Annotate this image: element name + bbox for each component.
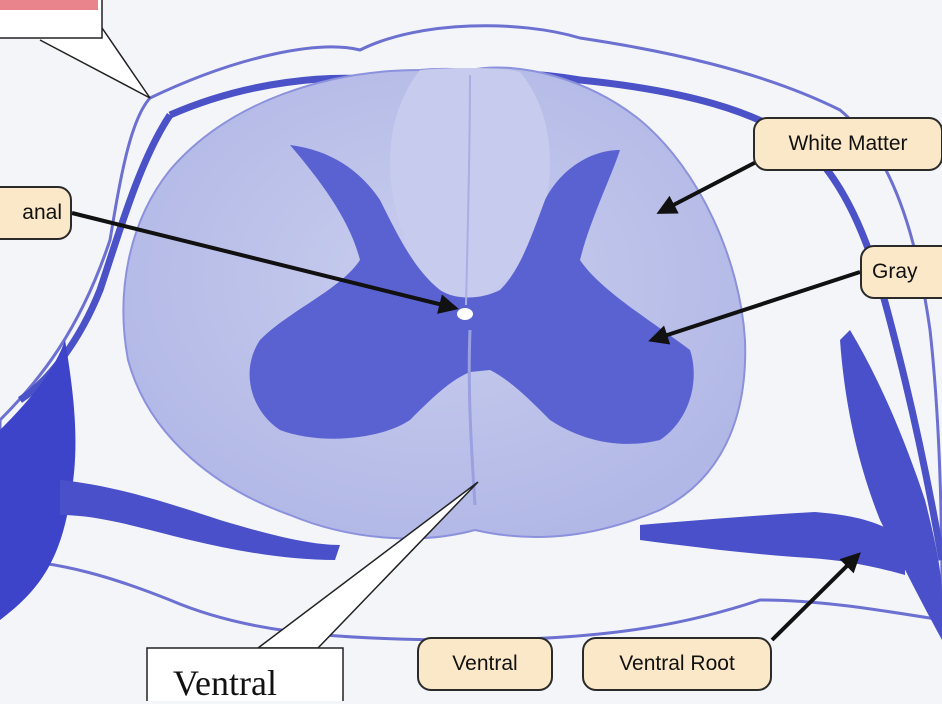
gray-matter-region bbox=[249, 145, 694, 444]
posterior-median-septum bbox=[465, 74, 471, 306]
ventral-callout-box bbox=[146, 647, 344, 701]
ventral-callout-text: Ventral bbox=[173, 663, 277, 703]
central-canal-label: anal bbox=[0, 186, 72, 240]
ventral-label: Ventral bbox=[417, 637, 553, 691]
right-root-extension bbox=[840, 330, 942, 640]
anterior-median-fissure bbox=[467, 329, 477, 506]
white-matter-label: White Matter bbox=[753, 117, 942, 171]
gray-matter-label: Gray bbox=[860, 245, 942, 299]
left-ventral-root bbox=[60, 480, 340, 560]
ventral-root-label: Ventral Root bbox=[582, 637, 772, 691]
arrow-central-canal bbox=[71, 211, 459, 314]
outer-meninges bbox=[0, 24, 942, 642]
right-ventral-root bbox=[640, 512, 905, 575]
dorsal-column bbox=[390, 68, 550, 305]
arrow-ventral-root bbox=[770, 552, 861, 642]
top-callout-fill bbox=[0, 0, 98, 10]
left-root-ganglion bbox=[0, 340, 76, 620]
top-callout-pointer bbox=[39, 24, 151, 99]
arrow-white-matter bbox=[656, 158, 761, 214]
arrow-gray-matter bbox=[648, 270, 861, 345]
central-canal bbox=[455, 306, 475, 322]
